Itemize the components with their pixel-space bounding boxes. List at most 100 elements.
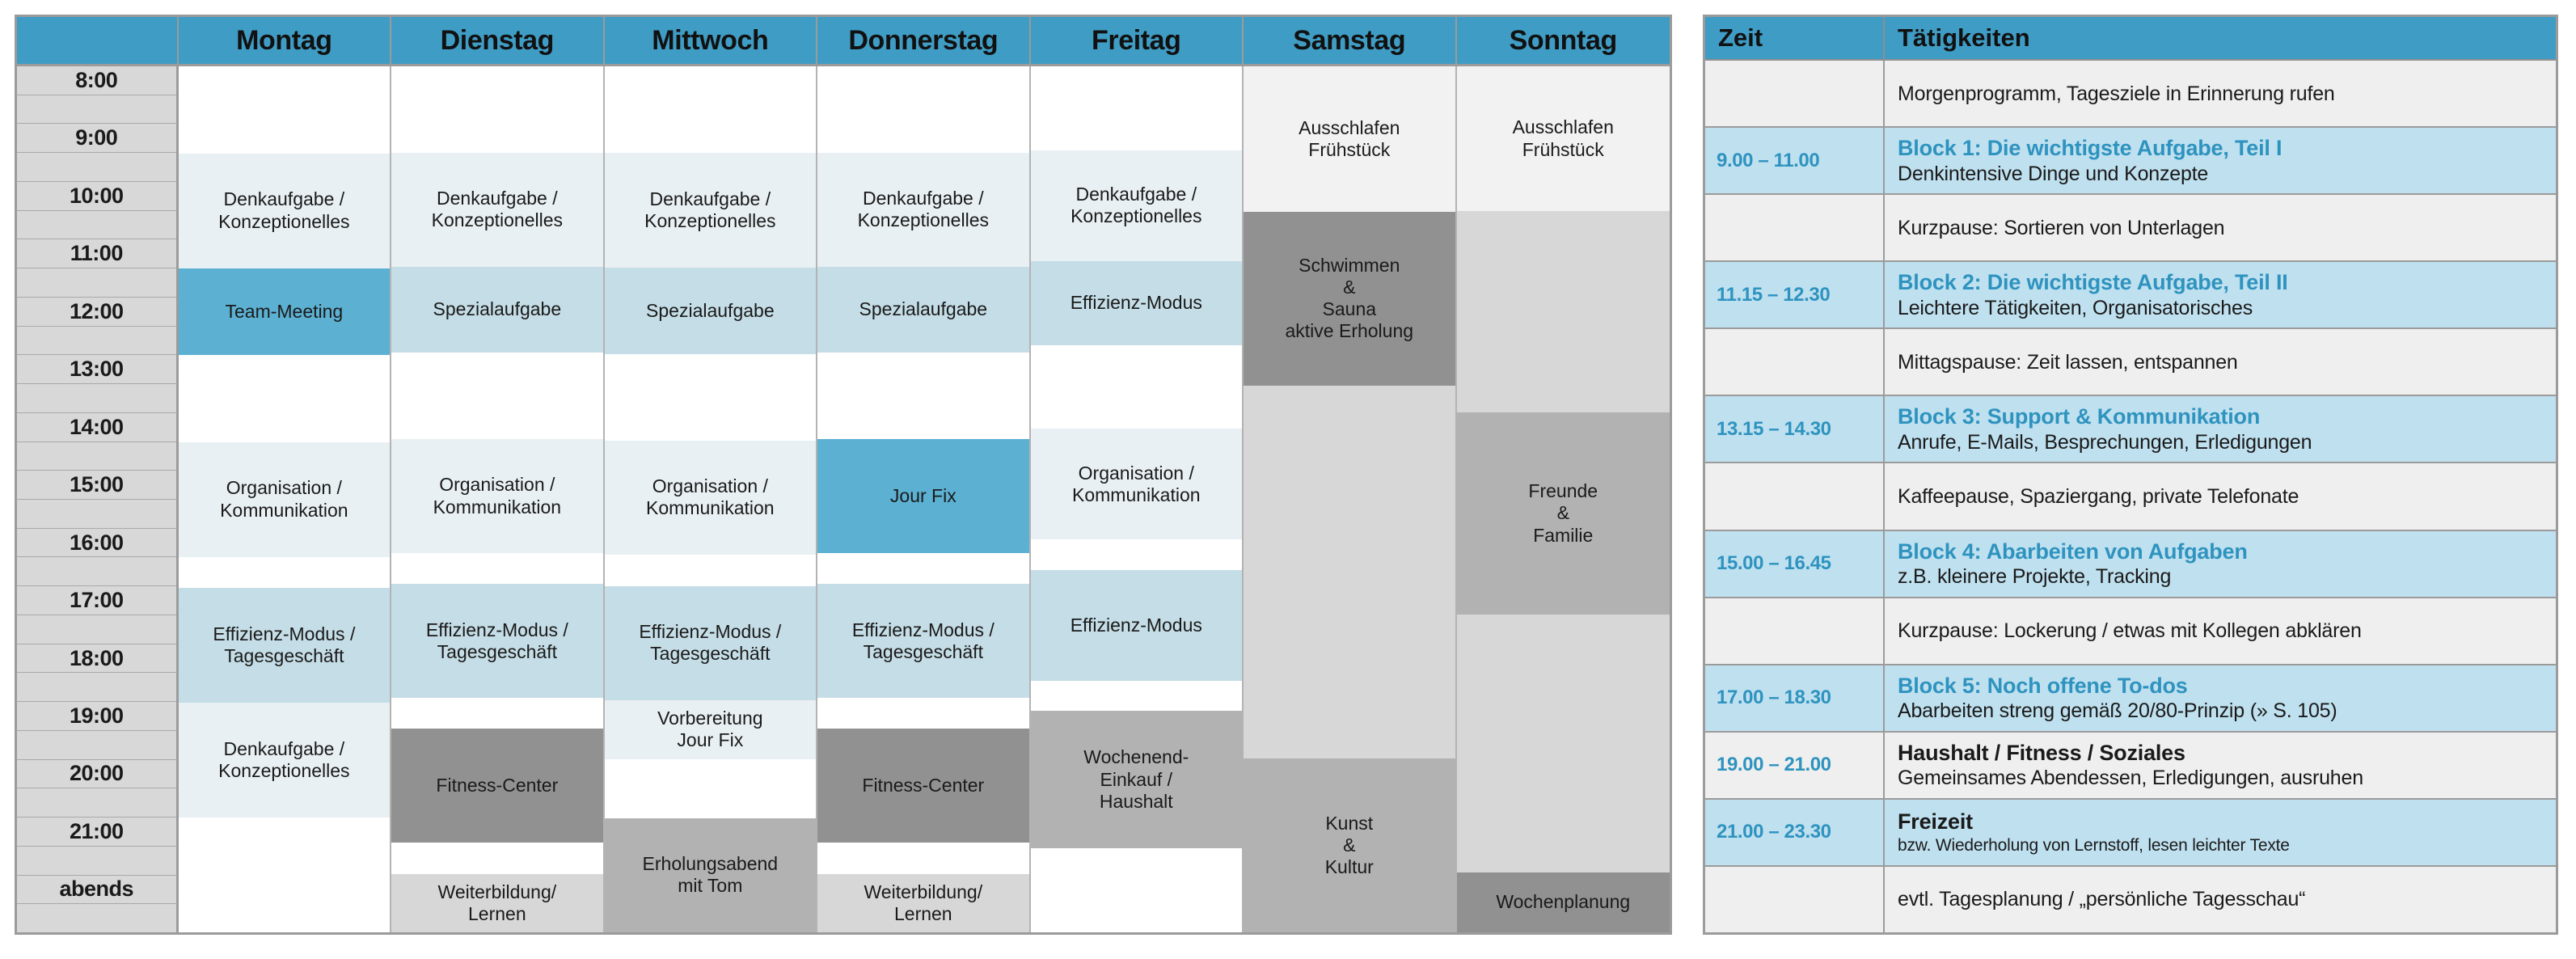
schedule-row-title: Block 1: Die wichtigste Aufgabe, Teil I (1898, 136, 2283, 161)
day-header-freitag: Freitag (1030, 17, 1244, 64)
event-organisation[interactable]: Organisation / Kommunikation (604, 440, 817, 556)
schedule-row-title: Freizeit (1898, 809, 1973, 834)
schedule-header-taetigkeiten: Tätigkeiten (1898, 23, 2030, 52)
event-effizienz-modus[interactable]: Effizienz-Modus (1030, 569, 1243, 681)
event-denkaufgabe[interactable]: Denkaufgabe / Konzeptionelles (178, 153, 391, 268)
schedule-row[interactable]: Kaffeepause, Spaziergang, private Telefo… (1705, 463, 2556, 531)
schedule-row-title: Block 3: Support & Kommunikation (1898, 404, 2261, 429)
empty-slot (817, 552, 1029, 585)
event-effizienz-modus[interactable]: Effizienz-Modus / Tagesgeschäft (604, 585, 817, 701)
schedule-row[interactable]: Mittagspause: Zeit lassen, entspannen (1705, 329, 2556, 397)
schedule-row[interactable]: Kurzpause: Lockerung / etwas mit Kollege… (1705, 598, 2556, 665)
event-effizienz-modus[interactable]: Effizienz-Modus / Tagesgeschäft (817, 584, 1029, 699)
empty-slot (178, 817, 391, 932)
schedule-rows: Morgenprogramm, Tagesziele in Erinnerung… (1705, 61, 2556, 933)
event-fitness-center[interactable]: Fitness-Center (817, 729, 1029, 843)
event-fitness-center[interactable]: Fitness-Center (391, 729, 603, 843)
week-calendar: Montag Dienstag Mittwoch Donnerstag Frei… (15, 15, 1672, 935)
time-slot-half (17, 210, 176, 240)
calendar-header-row: Montag Dienstag Mittwoch Donnerstag Frei… (17, 17, 1670, 64)
event-denkaufgabe[interactable]: Denkaufgabe / Konzeptionelles (1030, 150, 1243, 261)
time-slot-half (17, 95, 176, 125)
event-denkaufgabe[interactable]: Denkaufgabe / Konzeptionelles (604, 153, 817, 268)
event-ausschlafen[interactable]: Ausschlafen Frühstück (1456, 66, 1670, 212)
event-organisation[interactable]: Organisation / Kommunikation (391, 439, 603, 553)
event-team-meeting[interactable]: Team-Meeting (178, 268, 391, 355)
event-weiterbildung[interactable]: Weiterbildung/ Lernen (817, 873, 1029, 933)
schedule-row[interactable]: Morgenprogramm, Tagesziele in Erinnerung… (1705, 61, 2556, 129)
event-vorbereitung[interactable]: Vorbereitung Jour Fix (604, 700, 817, 759)
empty-slot (1244, 385, 1455, 758)
schedule-row-time (1705, 61, 1885, 127)
time-slot-half (17, 904, 176, 933)
schedule-row-subtitle: bzw. Wiederholung von Lernstoff, lesen l… (1898, 835, 2290, 855)
time-slot-800: 8:00 (17, 66, 176, 95)
event-spezialaufgabe[interactable]: Spezialaufgabe (817, 266, 1029, 353)
time-slot-1400: 14:00 (17, 412, 176, 442)
empty-slot (178, 355, 391, 442)
event-weiterbildung[interactable]: Weiterbildung/ Lernen (391, 873, 603, 933)
schedule-header-zeit: Zeit (1705, 17, 1885, 59)
time-slot-half (17, 268, 176, 298)
day-header-donnerstag: Donnerstag (817, 17, 1031, 64)
schedule-row-subtitle: Denkintensive Dinge und Konzepte (1898, 162, 2209, 185)
event-schwimmen[interactable]: Schwimmen & Sauna aktive Erholung (1244, 211, 1455, 386)
time-slot-half (17, 500, 176, 529)
event-effizienz-modus[interactable]: Effizienz-Modus / Tagesgeschäft (391, 584, 603, 699)
schedule-row[interactable]: evtl. Tagesplanung / „persönliche Tagess… (1705, 866, 2556, 933)
event-jour-fix[interactable]: Jour Fix (817, 439, 1029, 553)
time-slot-1600: 16:00 (17, 528, 176, 558)
event-erholungsabend[interactable]: Erholungsabend mit Tom (604, 817, 817, 932)
event-organisation[interactable]: Organisation / Kommunikation (178, 441, 391, 557)
schedule-row-activity: Mittagspause: Zeit lassen, entspannen (1885, 329, 2556, 395)
schedule-row-time (1705, 866, 1885, 933)
event-denkaufgabe[interactable]: Denkaufgabe / Konzeptionelles (817, 152, 1029, 267)
event-effizienz-modus[interactable]: Effizienz-Modus / Tagesgeschäft (178, 588, 391, 703)
event-denkaufgabe[interactable]: Denkaufgabe / Konzeptionelles (178, 703, 391, 817)
schedule-row-time: 11.15 – 12.30 (1705, 262, 1885, 328)
event-effizienz-modus[interactable]: Effizienz-Modus (1030, 260, 1243, 345)
event-ausschlafen[interactable]: Ausschlafen Frühstück (1244, 66, 1455, 212)
event-denkaufgabe[interactable]: Denkaufgabe / Konzeptionelles (391, 152, 603, 267)
time-slot-1500: 15:00 (17, 471, 176, 501)
empty-slot (391, 66, 603, 153)
time-slot-1800: 18:00 (17, 644, 176, 674)
empty-slot (1456, 211, 1670, 413)
event-organisation[interactable]: Organisation / Kommunikation (1030, 429, 1243, 540)
empty-slot (1030, 539, 1243, 570)
event-spezialaufgabe[interactable]: Spezialaufgabe (391, 266, 603, 353)
schedule-row-title: Haushalt / Fitness / Soziales (1898, 740, 2185, 765)
time-slot-half (17, 384, 176, 413)
schedule-row-title: Block 4: Abarbeiten von Aufgaben (1898, 539, 2248, 564)
empty-slot (604, 758, 817, 818)
empty-slot (1456, 614, 1670, 872)
empty-slot (1030, 66, 1243, 150)
schedule-row-time (1705, 598, 1885, 664)
schedule-row-text: evtl. Tagesplanung / „persönliche Tagess… (1898, 888, 2306, 911)
time-slot-1000: 10:00 (17, 181, 176, 211)
event-freunde[interactable]: Freunde & Familie (1456, 412, 1670, 615)
event-wochenend[interactable]: Wochenend- Einkauf / Haushalt (1030, 710, 1243, 849)
event-kunst[interactable]: Kunst & Kultur (1244, 758, 1455, 932)
schedule-row[interactable]: Kurzpause: Sortieren von Unterlagen (1705, 195, 2556, 263)
event-wochenplanung[interactable]: Wochenplanung (1456, 872, 1670, 932)
time-slot-half (17, 846, 176, 876)
schedule-row-activity: Block 2: Die wichtigste Aufgabe, Teil II… (1885, 262, 2556, 327)
event-spezialaufgabe[interactable]: Spezialaufgabe (604, 267, 817, 354)
